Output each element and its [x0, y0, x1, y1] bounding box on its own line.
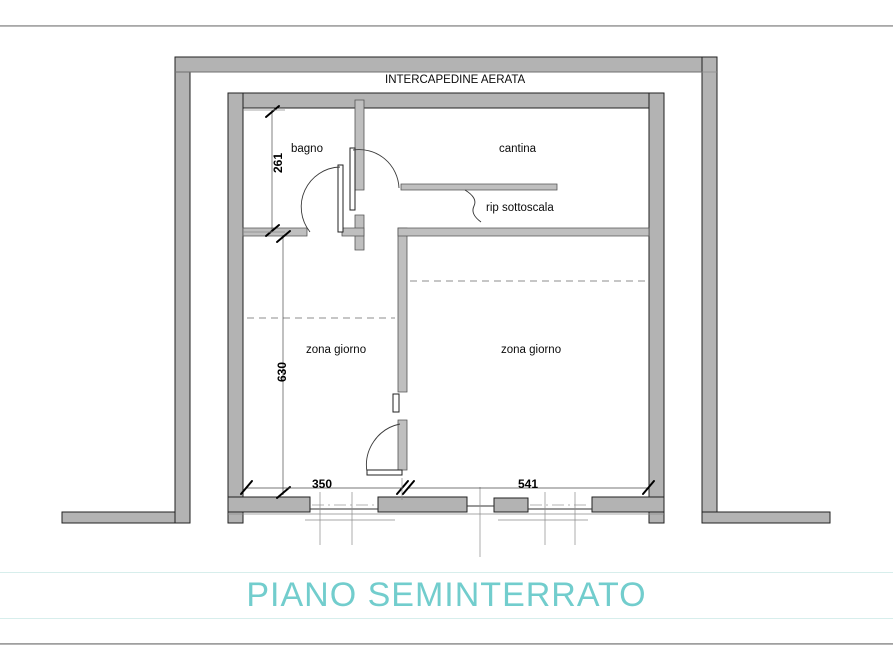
dimension-label-541: 541 [518, 477, 539, 491]
floor-plan-drawing: .wall { fill: #b3b3b3; stroke: #222222; … [61, 56, 831, 557]
door-zona-giorno [366, 423, 403, 476]
label-intercapedine-aerata: INTERCAPEDINE AERATA [385, 74, 526, 86]
label-room-zona-giorno-right: zona giorno [501, 344, 562, 356]
partition-cantina-bottom [397, 227, 650, 237]
dimension-261 [243, 105, 285, 237]
inner-perimeter-wall [227, 92, 665, 524]
partition-bagno-cantina [354, 99, 365, 251]
dimension-630 [276, 230, 291, 499]
axis-marks [305, 487, 588, 557]
label-room-bagno: bagno [291, 143, 323, 155]
label-rip-sottoscala: rip sottoscala [486, 202, 554, 214]
dimension-label-261: 261 [271, 152, 285, 173]
dimension-350 [240, 478, 409, 500]
exterior-wall-left-wing [61, 56, 831, 524]
rip-sottoscala-element [400, 183, 558, 223]
door-cantina [349, 147, 400, 211]
label-room-zona-giorno-left: zona giorno [306, 344, 367, 356]
plan-title-band: PIANO SEMINTERRATO [0, 572, 893, 619]
top-divider-rule [0, 25, 893, 27]
bottom-wall-with-windows [227, 496, 665, 515]
door-bagno [300, 164, 344, 233]
page-title: PIANO SEMINTERRATO [246, 576, 647, 614]
dimension-label-630: 630 [275, 361, 289, 382]
label-room-cantina: cantina [499, 143, 537, 155]
dimension-label-350: 350 [312, 477, 333, 491]
dimension-541 [402, 480, 655, 495]
bottom-divider-rule [0, 643, 893, 645]
partition-central-vertical [392, 227, 408, 471]
